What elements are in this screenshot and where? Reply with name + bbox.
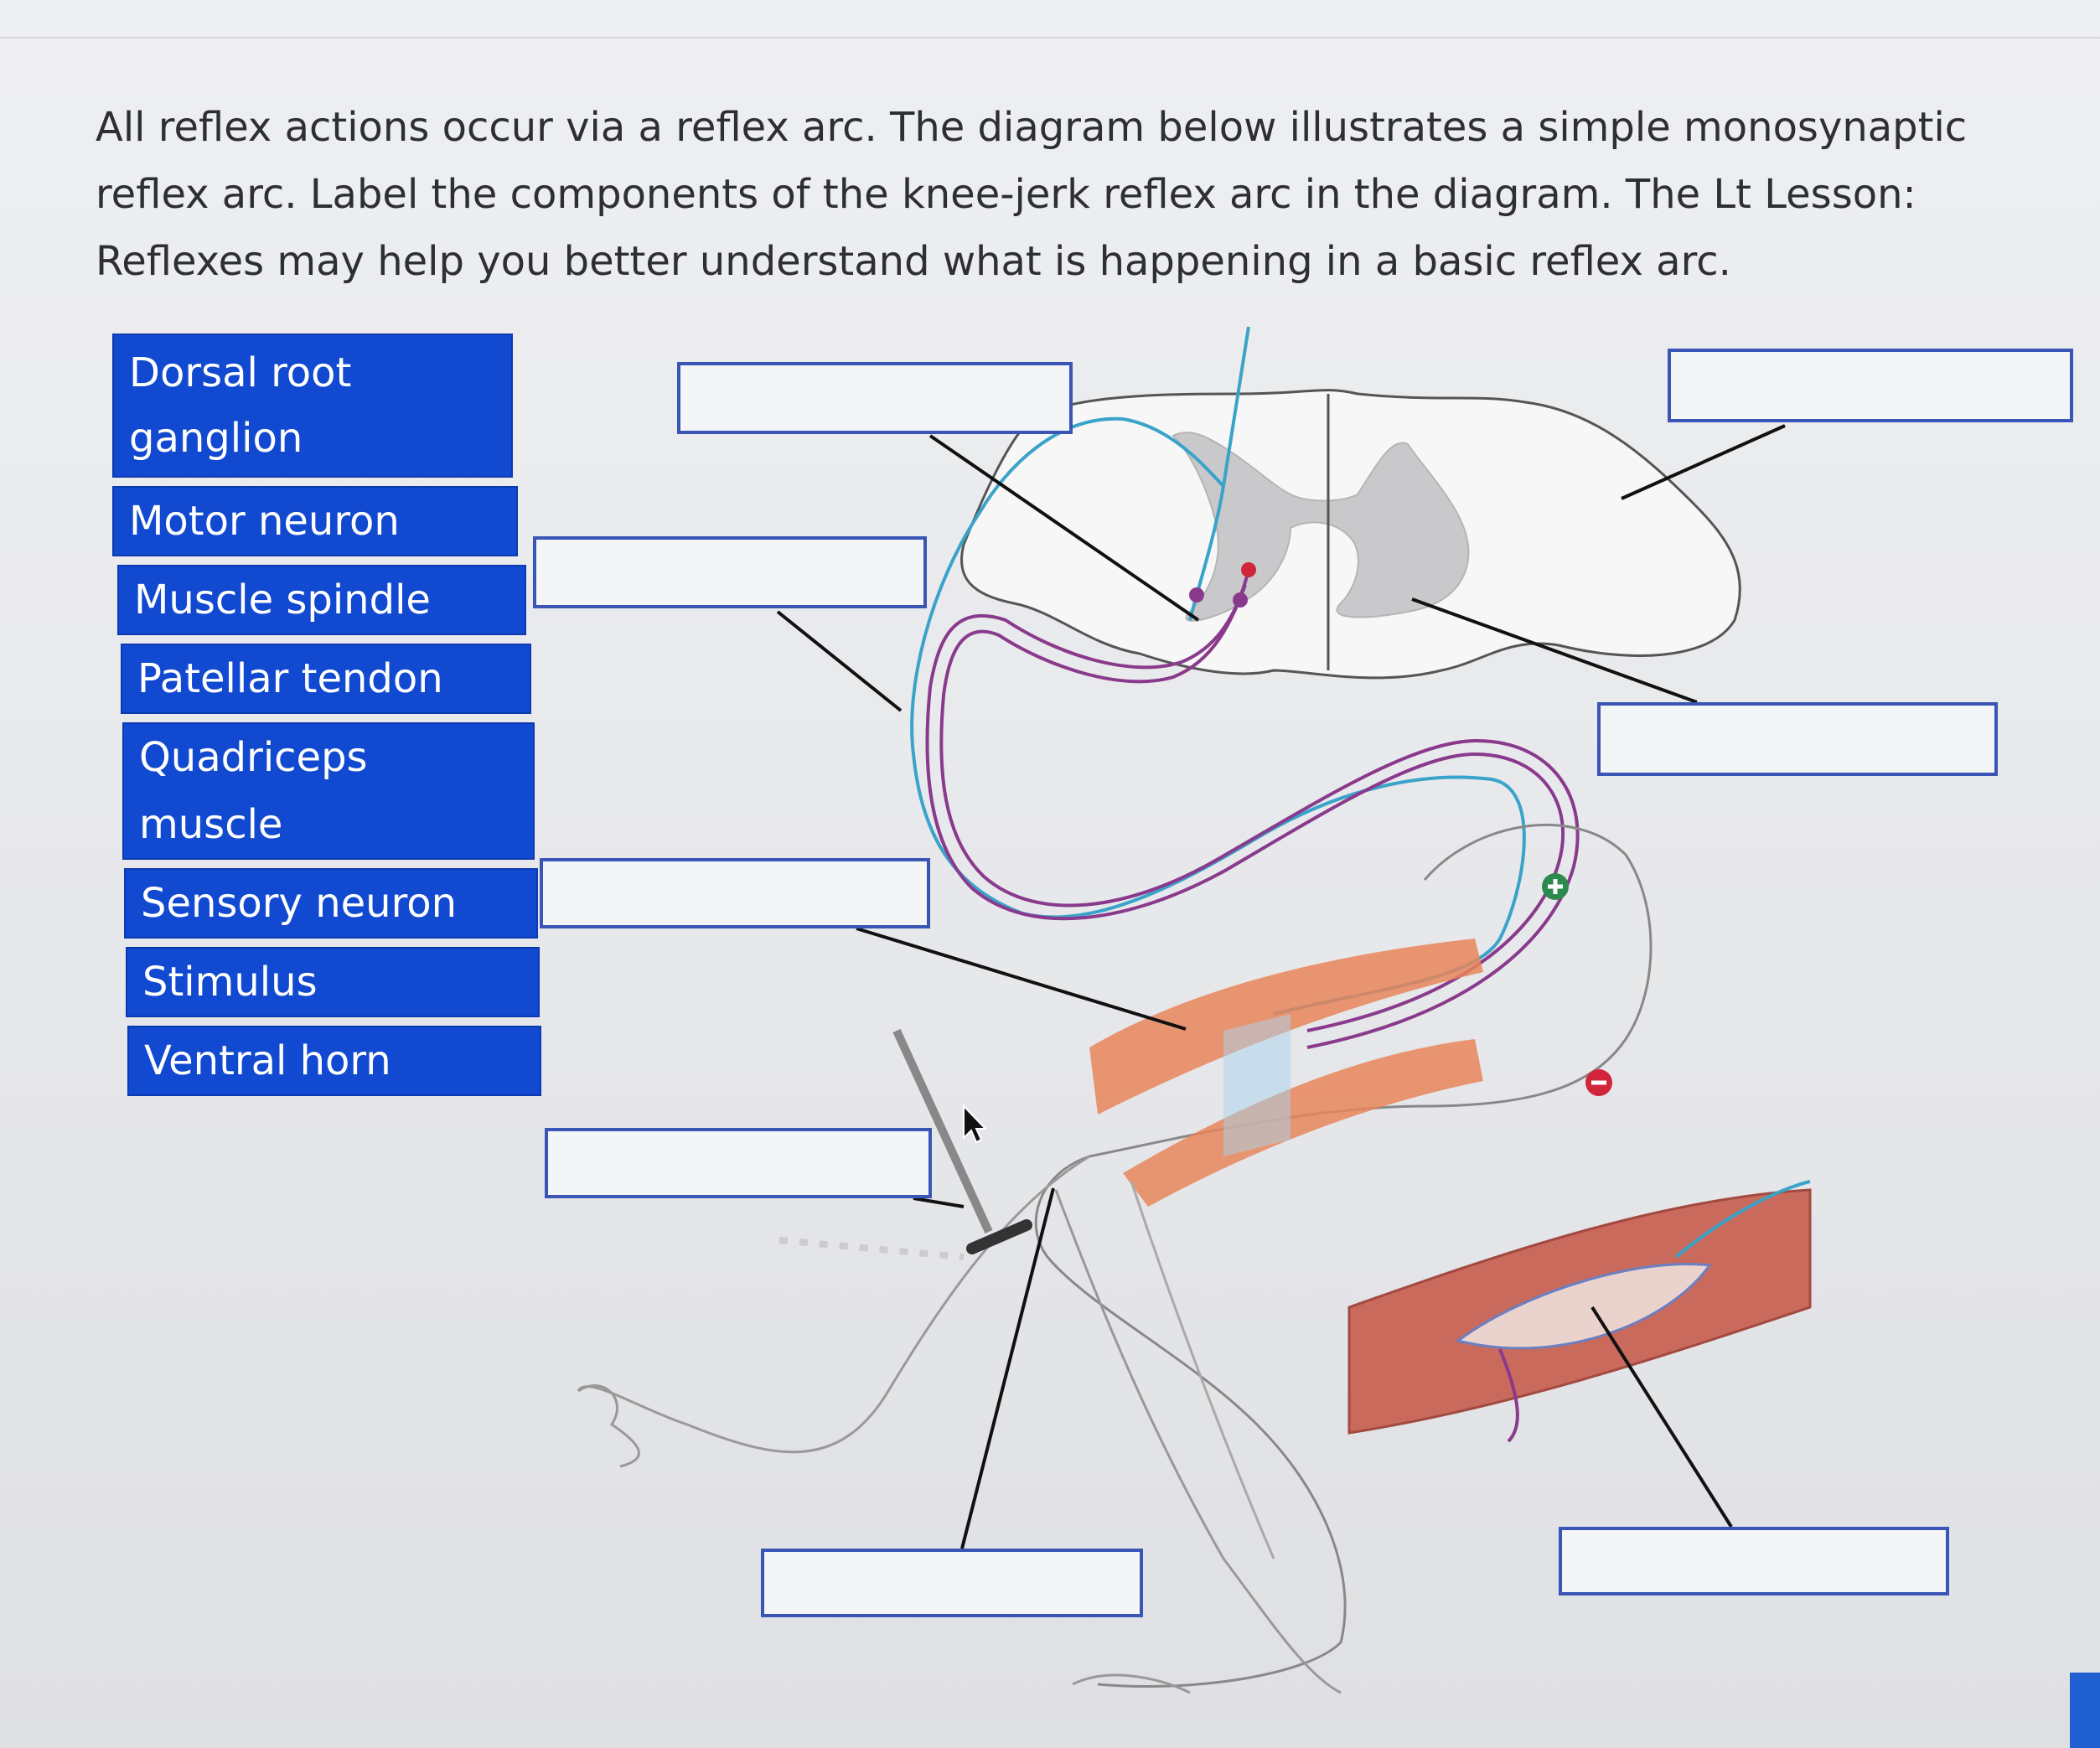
minus-circle-icon bbox=[1585, 1069, 1612, 1096]
label-chip-stimulus[interactable]: Stimulus bbox=[126, 947, 540, 1017]
muscle-spindle-inset bbox=[1347, 1180, 1812, 1443]
label-chip-ventral-horn[interactable]: Ventral horn bbox=[127, 1026, 541, 1096]
motor-nerve-path bbox=[925, 569, 1580, 1049]
leader-lines bbox=[776, 424, 1786, 1549]
corner-button[interactable] bbox=[2070, 1673, 2100, 1748]
label-chip-quadriceps-muscle[interactable]: Quadriceps muscle bbox=[122, 722, 535, 860]
drop-target-7[interactable] bbox=[761, 1549, 1143, 1617]
leg-illustration bbox=[577, 824, 1653, 1694]
drop-target-8[interactable] bbox=[1559, 1527, 1949, 1595]
label-chip-dorsal-root-ganglion[interactable]: Dorsal root ganglion bbox=[112, 334, 513, 478]
reflex-hammer bbox=[778, 1028, 1032, 1260]
drop-target-4[interactable] bbox=[1597, 702, 1998, 776]
synapse-dot bbox=[1241, 562, 1256, 577]
plus-circle-icon bbox=[1542, 873, 1569, 900]
label-chip-patellar-tendon[interactable]: Patellar tendon bbox=[121, 644, 531, 714]
top-divider bbox=[0, 37, 2100, 39]
spinal-cord-section bbox=[960, 389, 1741, 680]
synapse-dot bbox=[1233, 592, 1248, 608]
mouse-pointer-icon bbox=[963, 1104, 987, 1144]
label-chip-motor-neuron[interactable]: Motor neuron bbox=[112, 486, 518, 556]
drop-target-3[interactable] bbox=[533, 536, 927, 608]
drop-target-5[interactable] bbox=[540, 858, 930, 928]
label-chip-muscle-spindle[interactable]: Muscle spindle bbox=[117, 565, 526, 635]
word-bank: Dorsal root ganglion Motor neuron Muscle… bbox=[112, 334, 541, 1104]
question-prompt: All reflex actions occur via a reflex ar… bbox=[96, 104, 1968, 285]
drop-target-2[interactable] bbox=[1668, 349, 2073, 422]
synapse-dot bbox=[1189, 587, 1204, 602]
drop-target-6[interactable] bbox=[545, 1128, 932, 1198]
drop-target-1[interactable] bbox=[677, 362, 1073, 434]
label-chip-sensory-neuron[interactable]: Sensory neuron bbox=[124, 868, 538, 939]
